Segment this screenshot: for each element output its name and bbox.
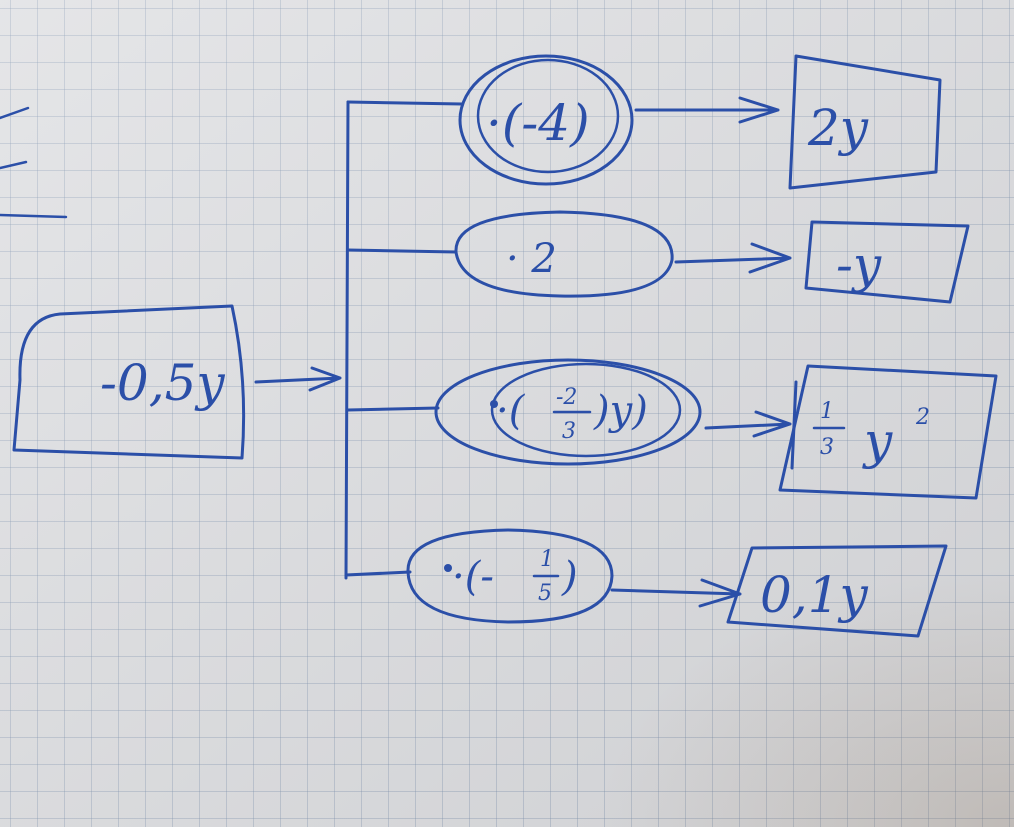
multiplier-oval-1-inner xyxy=(476,58,620,174)
multiplier-oval-3-inner xyxy=(490,362,682,458)
result-1: 2y xyxy=(807,99,869,157)
multiplier-oval-3 xyxy=(434,358,702,466)
branch-line-3 xyxy=(346,406,440,412)
source-label: -0,5y xyxy=(100,354,225,412)
multiplier-oval-1 xyxy=(458,54,634,186)
branch-line-1 xyxy=(346,100,464,106)
multiplier-3-den: 3 xyxy=(562,419,576,444)
trunk-line xyxy=(344,100,350,580)
multiplier-3-suffix: )y) xyxy=(593,388,648,434)
multiplier-1: ·(-4) xyxy=(486,94,590,152)
result-arrow-4 xyxy=(610,578,742,608)
result-3-num: 1 xyxy=(820,399,834,424)
edge-mark xyxy=(0,106,30,120)
result-arrow-1 xyxy=(634,96,780,124)
result-box-1 xyxy=(788,54,942,190)
multiplier-oval-4 xyxy=(406,528,614,624)
result-arrow-2 xyxy=(674,242,792,274)
branch-line-2 xyxy=(346,248,458,254)
result-4: 0,1y xyxy=(760,566,869,624)
multiplier-oval-2 xyxy=(454,210,674,298)
multiplier-4-prefix: ·(- xyxy=(452,554,494,600)
multiplier-4-num: 1 xyxy=(540,547,554,572)
result-3-var: y xyxy=(862,412,893,470)
result-box-3-mark xyxy=(790,380,798,470)
result-box-3 xyxy=(778,364,998,500)
result-arrow-3 xyxy=(704,410,792,438)
result-3-exp: 2 xyxy=(915,405,930,430)
multiplier-dot-3 xyxy=(490,400,498,408)
shadow xyxy=(594,567,1014,827)
multiplier-dot-4 xyxy=(444,564,452,572)
source-arrow xyxy=(254,366,342,392)
multiplier-4-suffix: ) xyxy=(561,554,578,600)
source-box xyxy=(12,304,246,460)
result-box-4 xyxy=(726,544,948,638)
result-2: -y xyxy=(836,236,882,294)
multiplier-4-den: 5 xyxy=(538,581,552,606)
branch-line-4 xyxy=(344,570,412,577)
edge-mark xyxy=(0,160,28,170)
result-box-2 xyxy=(804,220,970,304)
multiplier-3-num: -2 xyxy=(556,385,577,410)
edge-mark xyxy=(0,213,68,219)
multiplier-3-prefix: ·( xyxy=(496,388,526,434)
multiplier-2: · 2 xyxy=(506,236,557,282)
result-3-den: 3 xyxy=(820,435,834,460)
